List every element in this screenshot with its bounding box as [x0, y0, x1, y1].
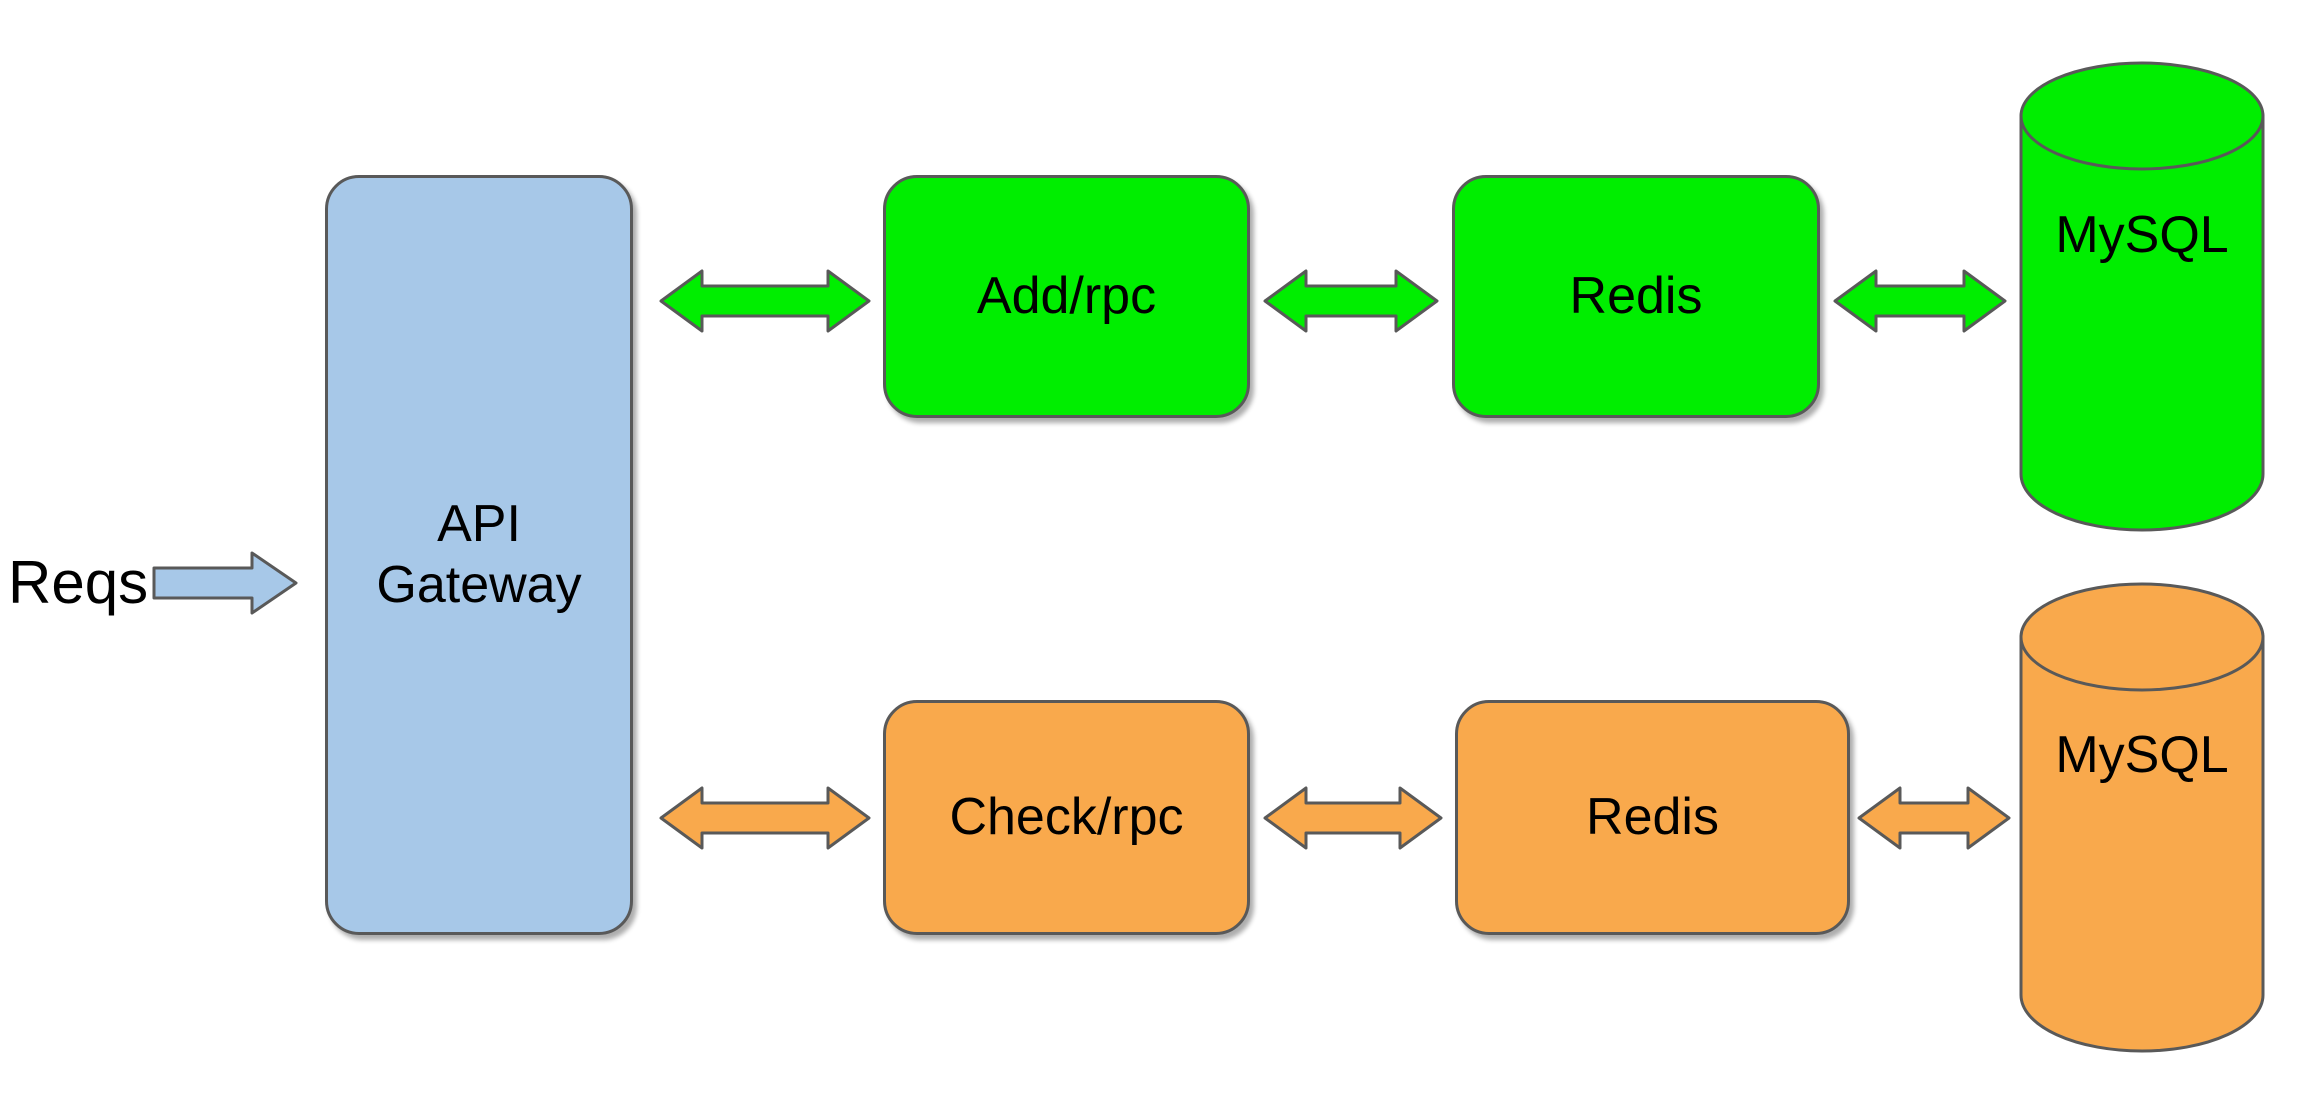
redis-node-orange[interactable]: Redis: [1455, 700, 1850, 935]
redis-green-label: Redis: [1569, 266, 1703, 325]
api-gateway-label: API Gateway: [376, 494, 582, 614]
mysql-node-orange[interactable]: [2018, 581, 2266, 1053]
reqs-label: Reqs: [8, 549, 149, 616]
redis-node-green[interactable]: Redis: [1452, 175, 1820, 418]
mysql-orange-label: MySQL: [2055, 726, 2229, 784]
check-to-redis-arrow: [1263, 786, 1443, 850]
reqs-inbound-arrow: [152, 551, 298, 615]
check-rpc-node[interactable]: Check/rpc: [883, 700, 1250, 935]
add-to-redis-arrow: [1263, 269, 1439, 333]
add-rpc-label: Add/rpc: [976, 266, 1157, 325]
redis-orange-label: Redis: [1586, 787, 1719, 846]
gateway-to-check-arrow: [659, 786, 871, 850]
mysql-node-green[interactable]: [2018, 60, 2266, 532]
mysql-green-label: MySQL: [2055, 206, 2229, 264]
add-rpc-node[interactable]: Add/rpc: [883, 175, 1250, 418]
api-gateway-node[interactable]: API Gateway: [325, 175, 633, 935]
check-rpc-label: Check/rpc: [949, 787, 1184, 846]
redis-to-mysql-arrow: [1833, 269, 2007, 333]
redis-to-mysql-arrow-orange: [1857, 786, 2011, 850]
gateway-to-add-arrow: [659, 269, 871, 333]
